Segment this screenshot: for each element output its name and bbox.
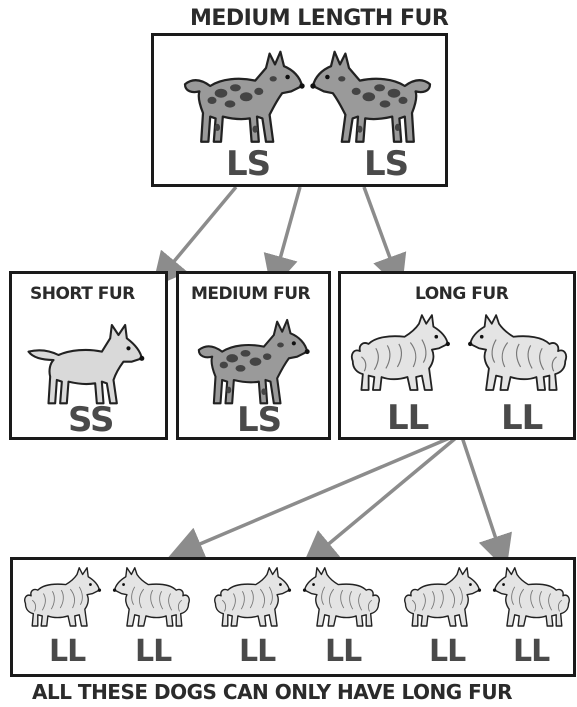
spotted-dog-icon xyxy=(187,310,319,410)
arrow-to-bottom-middle xyxy=(302,435,459,566)
spotted-dog-icon xyxy=(304,40,439,150)
long-fur-dog-icon xyxy=(109,564,193,632)
spotted-dog-icon xyxy=(176,40,311,150)
short-fur-genotype: SS xyxy=(68,400,114,440)
arrow-to-bottom-left xyxy=(168,435,453,560)
parent-genotype-left: LS xyxy=(226,144,271,184)
long-fur-title: LONG FUR xyxy=(415,284,509,304)
offspring-genotype: LL xyxy=(429,634,466,669)
medium-fur-box: MEDIUM FUR LS xyxy=(176,271,331,440)
long-fur-dog-icon xyxy=(211,564,295,632)
offspring-genotype: LL xyxy=(49,634,86,669)
long-fur-dog-icon xyxy=(463,310,571,398)
offspring-genotype: LL xyxy=(325,634,362,669)
offspring-genotype: LL xyxy=(239,634,276,669)
long-fur-dog-icon xyxy=(299,564,383,632)
long-fur-genotype-left: LL xyxy=(387,398,429,438)
offspring-box: LL LL LL LL LL LL xyxy=(10,557,576,677)
short-fur-title: SHORT FUR xyxy=(30,284,135,304)
long-fur-genotype-right: LL xyxy=(501,398,543,438)
arrow-to-short-fur xyxy=(152,185,238,288)
bottom-caption: ALL THESE DOGS CAN ONLY HAVE LONG FUR xyxy=(32,680,512,704)
arrow-to-long-fur xyxy=(362,186,407,291)
top-title: MEDIUM LENGTH FUR xyxy=(190,6,449,31)
arrow-to-medium-fur xyxy=(263,186,302,291)
arrow-to-bottom-right xyxy=(460,436,512,571)
short-fur-dog-icon xyxy=(20,310,152,410)
long-fur-dog-icon xyxy=(401,564,485,632)
parents-box: LS LS xyxy=(151,33,448,187)
parent-genotype-right: LS xyxy=(364,144,409,184)
offspring-genotype: LL xyxy=(135,634,172,669)
long-fur-dog-icon xyxy=(347,310,455,398)
short-fur-box: SHORT FUR SS xyxy=(9,271,168,440)
offspring-genotype: LL xyxy=(513,634,550,669)
long-fur-dog-icon xyxy=(21,564,105,632)
long-fur-box: LONG FUR LL LL xyxy=(338,271,576,440)
medium-fur-title: MEDIUM FUR xyxy=(191,284,311,304)
long-fur-dog-icon xyxy=(489,564,573,632)
medium-fur-genotype: LS xyxy=(237,400,282,440)
